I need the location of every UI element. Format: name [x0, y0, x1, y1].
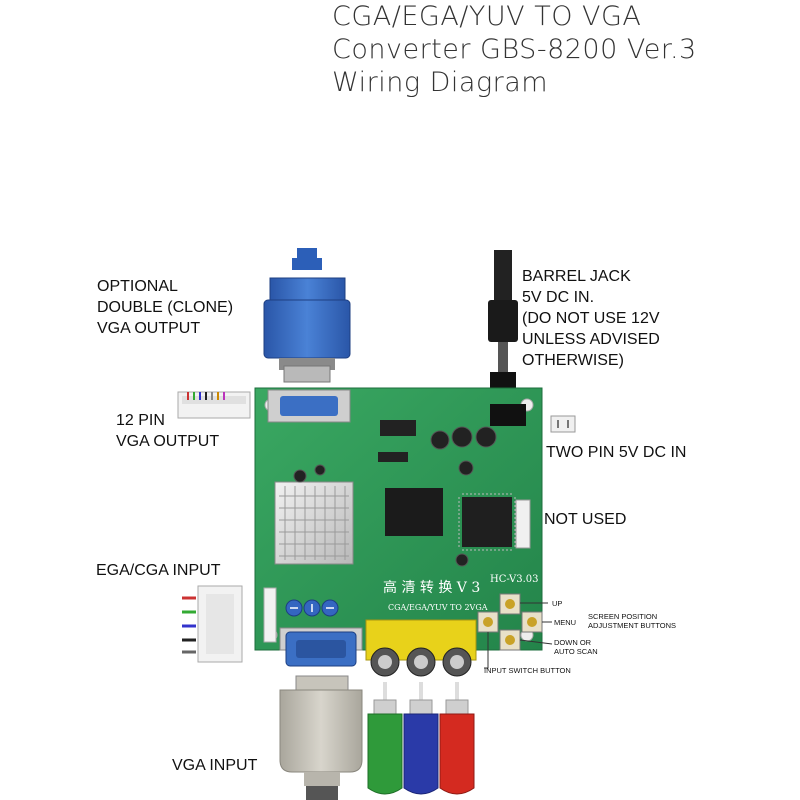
- rca-green-plug: [367, 682, 403, 795]
- twelve-pin-label: 12 PIN VGA OUTPUT: [116, 412, 220, 450]
- rca-cables: [367, 682, 475, 795]
- up-label: UP: [552, 599, 563, 608]
- vga-input-label: VGA INPUT: [172, 757, 258, 774]
- board-product-text: CGA/EGA/YUV TO 2VGA: [388, 603, 488, 612]
- ega-cga-input-label: EGA/CGA INPUT: [96, 562, 221, 579]
- barrel-jack-label: BARREL JACK 5V DC IN. (DO NOT USE 12V UN…: [522, 268, 660, 369]
- board-chinese-text: 高 清 转 换 V 3: [383, 579, 480, 596]
- twelve-pin-connector: [177, 391, 251, 419]
- barrel-jack-cable: [488, 250, 518, 404]
- pcb-board: HC-V3.03 CGA/EGA/YUV TO 2VGA 高 清 转 换 V 3: [254, 387, 543, 677]
- two-pin-label: TWO PIN 5V DC IN: [546, 444, 687, 461]
- optional-vga-label: OPTIONAL DOUBLE (CLONE) VGA OUTPUT: [97, 278, 234, 337]
- diagram-title: CGA/EGA/YUV TO VGA Converter GBS-8200 Ve…: [332, 0, 697, 99]
- screen-position-label: SCREEN POSITION ADJUSTMENT BUTTONS: [588, 612, 677, 630]
- not-used-label: NOT USED: [544, 511, 627, 528]
- title-line-1: CGA/EGA/YUV TO VGA: [332, 1, 642, 32]
- title-line-2: Converter GBS-8200 Ver.3: [332, 34, 697, 65]
- two-pin-connector: [550, 415, 576, 433]
- input-switch-label: INPUT SWITCH BUTTON: [484, 666, 571, 675]
- ega-cga-connector: [182, 585, 243, 663]
- menu-label: MENU: [554, 618, 577, 627]
- callout-lines: [484, 602, 553, 669]
- down-auto-scan-label: DOWN OR AUTO SCAN: [554, 638, 598, 656]
- board-model-text: HC-V3.03: [490, 574, 539, 585]
- optional-vga-cable: [263, 248, 351, 383]
- rca-blue-plug: [403, 682, 439, 795]
- vga-input-cable: [279, 675, 363, 800]
- title-line-3: Wiring Diagram: [332, 67, 549, 98]
- rca-red-plug: [439, 682, 475, 795]
